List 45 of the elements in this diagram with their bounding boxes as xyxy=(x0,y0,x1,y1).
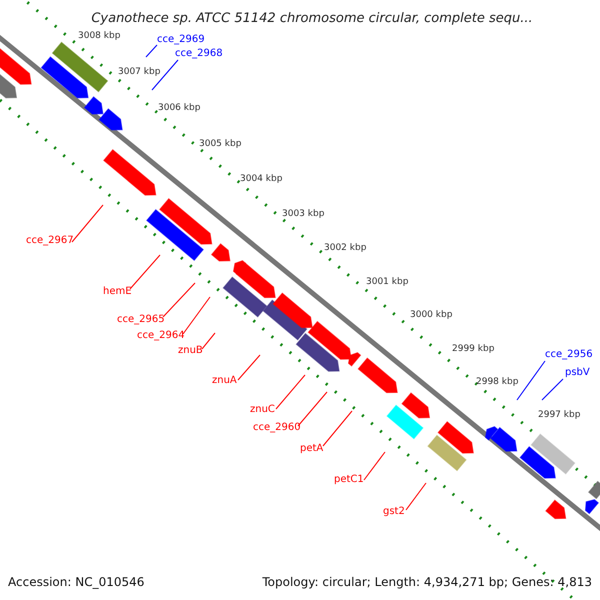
leader-line xyxy=(130,254,160,290)
gene-label: petA xyxy=(300,444,324,454)
leader-line xyxy=(152,60,178,90)
gene-label: psbV xyxy=(565,368,590,378)
scale-label: 3006 kbp xyxy=(158,104,200,113)
scale-label: 3003 kbp xyxy=(282,210,324,219)
scale-label: 2999 kbp xyxy=(452,345,494,354)
gene-label: cce_2965 xyxy=(117,315,165,325)
leader-line xyxy=(238,354,260,380)
gene-label: gst2 xyxy=(383,507,405,517)
scale-label: 3007 kbp xyxy=(118,68,160,77)
leader-line xyxy=(162,282,196,318)
gene-label: cce_2964 xyxy=(137,331,185,341)
leader-line xyxy=(322,410,352,446)
scale-label: 2998 kbp xyxy=(476,378,518,387)
leader-line xyxy=(182,296,210,334)
gene-label: znuB xyxy=(178,346,203,356)
gene-label: cce_2968 xyxy=(175,49,223,59)
scale-label: 3002 kbp xyxy=(324,244,366,253)
leader-line xyxy=(72,204,104,242)
gene-label: cce_2967 xyxy=(26,236,74,246)
gene-label: cce_2969 xyxy=(157,35,205,45)
leader-line xyxy=(406,482,426,510)
leader-line xyxy=(298,392,328,426)
gene-label: hemE xyxy=(103,287,132,297)
leader-line xyxy=(146,44,158,58)
scale-label: 3001 kbp xyxy=(366,278,408,287)
footer-text: Accession: NC_010546 xyxy=(8,576,144,588)
gene-label: cce_2960 xyxy=(253,423,301,433)
gene-label: petC1 xyxy=(334,475,364,485)
scale-label: 3004 kbp xyxy=(240,175,282,184)
leader-line xyxy=(202,332,216,350)
leader-line xyxy=(276,374,306,410)
scale-label: 3008 kbp xyxy=(78,32,120,41)
scale-label: 3005 kbp xyxy=(199,140,242,149)
scale-label: 3000 kbp xyxy=(410,311,452,320)
leader-line xyxy=(516,360,546,400)
scale-label: 2997 kbp xyxy=(538,411,580,420)
gene-label: cce_2956 xyxy=(545,350,593,360)
gene-label: znuC xyxy=(250,405,275,415)
gene-label: znuA xyxy=(212,376,237,386)
leader-line xyxy=(364,452,386,480)
title: Cyanothece sp. ATCC 51142 chromosome circular, complete sequ... xyxy=(91,12,533,25)
footer-text: Topology: circular; Length: 4,934,271 bp; Genes: 4,813 xyxy=(262,576,592,588)
leader-line xyxy=(542,378,564,400)
